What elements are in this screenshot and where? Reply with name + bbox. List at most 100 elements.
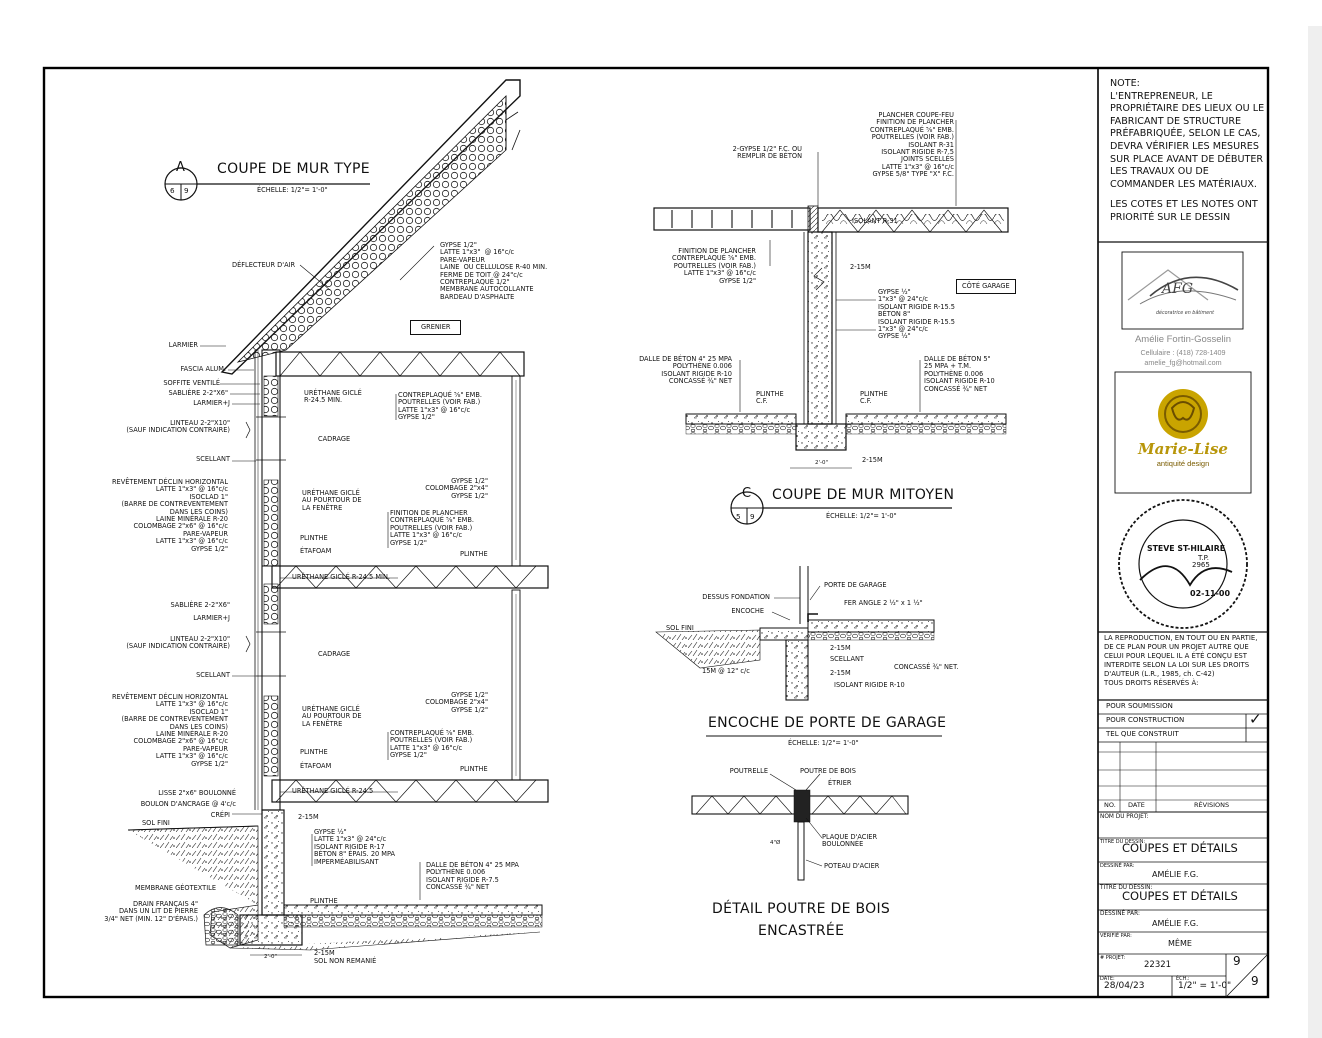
checked-by-label: VÉRIFIÉ PAR: (1100, 933, 1132, 939)
beam-title-1: DÉTAIL POUTRE DE BOIS (712, 901, 891, 917)
section-a-foundation (127, 809, 543, 956)
rev-revisions: RÉVISIONS (1194, 801, 1230, 809)
section-a-interior-walls (511, 375, 521, 781)
label-floor-2: CONTREPLAQUÉ ⅝" EMB. POUTRELLES (VOIR FA… (390, 729, 474, 760)
label-rebar-b: 2-15M (314, 949, 335, 957)
label-dalle-a: DALLE DE BÉTON 4" 25 MPA POLYTHÈNE 0.006… (426, 861, 519, 892)
copyright-line-2: DE CE PLAN POUR UN PROJET AUTRE QUE (1104, 642, 1249, 651)
section-c-wall (685, 231, 1007, 469)
label-finition-plancher: FINITION DE PLANCHER CONTREPLAQUÉ ⅝" EMB… (672, 247, 756, 285)
label-porte-garage: PORTE DE GARAGE (824, 581, 887, 589)
label-crepi: CRÉPI (210, 811, 230, 819)
section-c-bubble (730, 491, 952, 525)
section-c-floor (653, 205, 1009, 233)
beam-detail (691, 789, 909, 881)
drawn-by-2: AMÉLIE F.G. (1152, 919, 1199, 928)
date-label: DATE: (1100, 976, 1115, 982)
note-line-8: COMMANDER LES MATÉRIAUX. (1110, 178, 1257, 190)
label-rebar-g2: 2-15M (830, 669, 851, 677)
leader-lines (200, 120, 957, 900)
label-ceiling-top: CONTREPLAQUÉ ⅝" EMB. POUTRELLES (VOIR FA… (398, 391, 482, 422)
seal-name: STEVE ST-HILAIRE (1147, 544, 1226, 553)
label-grenier: GRENIER (410, 320, 462, 336)
afg-name: Amélie Fortin-Gosselin (1134, 334, 1232, 345)
rev-no: NO. (1104, 801, 1116, 809)
label-isolant-r31: ISOLANT R-31 (852, 217, 898, 225)
label-lisse: LISSE 2"x6" BOULONNÉ (158, 789, 236, 797)
drawing-title-2-label: TITRE DU DESSIN: (1100, 885, 1153, 891)
label-wall-1: REVÊTEMENT DÉCLIN HORIZONTAL LATTE 1"x3"… (111, 478, 228, 553)
label-scellant-1: SCELLANT (196, 455, 230, 463)
label-gypse-col-1: GYPSE 1/2" COLOMBAGE 2"x4" GYPSE 1/2" (425, 477, 488, 500)
label-poutre-bois: POUTRE DE BOIS (800, 767, 856, 775)
label-sabliere-2: SABLIÈRE 2-2"X6" (170, 601, 230, 609)
scale-value: 1/2" = 1'-0" (1178, 981, 1232, 991)
label-linteau-2: LINTEAU 2-2"X10" (SAUF INDICATION CONTRA… (126, 635, 230, 651)
scrollbar-track[interactable] (1308, 26, 1322, 1038)
label-etafoam-1: ÉTAFOAM (300, 547, 332, 555)
label-plinthe-2: PLINTHE (300, 748, 328, 756)
checked-by: MÊME (1168, 939, 1192, 948)
section-a-scale: ÉCHELLE: 1/2"= 1'-0" (257, 186, 328, 194)
section-c-letter: C (742, 486, 752, 501)
label-rebar-d: 2-15M (862, 456, 883, 464)
note-line-1: L'ENTREPRENEUR, LE (1110, 90, 1213, 102)
label-fascia: FASCIA ALUM. (180, 365, 226, 373)
label-gypse-fc: 2-GYPSE 1/2" F.C. OU REMPLIR DE BÉTON (732, 145, 802, 161)
label-linteau-1: LINTEAU 2-2"X10" (SAUF INDICATION CONTRA… (126, 419, 230, 435)
drawn-by-2-label: DESSINÉ PAR: (1100, 911, 1140, 917)
garage-title: ENCOCHE DE PORTE DE GARAGE (708, 715, 947, 731)
label-urethane-rim-2: URÉTHANE GICLÉ R-24.5 (292, 787, 374, 795)
label-rebar-g1: 2-15M (830, 644, 851, 652)
label-plinthe-1: PLINTHE (300, 534, 328, 542)
section-c-sheet: 9 (750, 512, 755, 521)
note-line-7: LES TRAVAUX OU DE (1110, 166, 1209, 178)
seal-title: T.P. (1198, 554, 1210, 562)
afg-logo-text: AFG (1162, 281, 1194, 297)
note-title: NOTE: (1110, 78, 1140, 89)
marie-lise-name: Marie-Lise (1138, 440, 1228, 458)
status-soumission: POUR SOUMISSION (1106, 702, 1173, 710)
label-cadrage-1: CADRAGE (318, 435, 351, 443)
section-a-floor-2 (271, 779, 549, 803)
note-priority-2: PRIORITÉ SUR LE DESSIN (1110, 211, 1231, 223)
section-a-sheet: 9 (184, 186, 189, 195)
label-dalle-c-left: DALLE DE BÉTON 4" 25 MPA POLYTHÈNE 0.006… (639, 355, 732, 386)
label-poutrelle: POUTRELLE (729, 767, 768, 775)
label-scellant-g: SCELLANT (830, 655, 864, 663)
label-etafoam-2: ÉTAFOAM (300, 762, 332, 770)
status-construit: TEL QUE CONSTRUIT (1106, 730, 1179, 738)
drawing-title-1: COUPES ET DÉTAILS (1122, 841, 1238, 855)
label-urethane-window-1: URÉTHANE GICLÉ AU POURTOUR DE LA FENÊTRE (302, 489, 362, 512)
label-etrier: ÉTRIER (828, 779, 852, 787)
label-membrane: MEMBRANE GÉOTEXTILE (135, 884, 216, 892)
section-a-number: 6 (170, 186, 175, 195)
label-gypse-col-2: GYPSE 1/2" COLOMBAGE 2"x4" GYPSE 1/2" (425, 691, 488, 714)
copyright-line-3: CELUI POUR LEQUEL IL A ÉTÉ CONÇU EST (1104, 651, 1248, 660)
label-plinthe-c-right: PLINTHE C.F. (860, 390, 888, 406)
garage-scale: ÉCHELLE: 1/2"= 1'-0" (788, 739, 859, 747)
label-dim-a: 2'-0" (264, 954, 278, 960)
afg-phone: Cellulaire : (418) 728-1409 (1140, 348, 1226, 357)
date-value: 28/04/23 (1104, 981, 1145, 991)
label-sol-non: SOL NON REMANIÉ (314, 957, 377, 965)
label-urethane-rim-1: URÉTHANE GICLÉ R-24.5 MIN. (292, 573, 390, 581)
label-soffite: SOFFITE VENTILÉ (163, 379, 220, 387)
label-drain: DRAIN FRANÇAIS 4" DANS UN LIT DE PIERRE … (104, 900, 198, 923)
section-a-attic-joist (275, 351, 525, 377)
label-roof-layers: GYPSE 1/2" LATTE 1"x3" @ 16"c/c PARE-VAP… (440, 241, 548, 301)
label-larmierj-2: LARMIER+J (193, 614, 230, 622)
note-priority-1: LES COTES ET LES NOTES ONT (1110, 199, 1258, 211)
drawing-title-1-label: TITRE DU DESSIN: (1100, 839, 1146, 845)
copyright-line-6: TOUS DROITS RÉSERVÉS À: (1104, 678, 1199, 687)
note-block: NOTE: L'ENTREPRENEUR, LE PROPRIÉTAIRE DE… (1110, 78, 1266, 225)
label-wall-2: REVÊTEMENT DÉCLIN HORIZONTAL LATTE 1"x3"… (111, 693, 228, 768)
project-number-label: # PROJET: (1100, 955, 1126, 961)
label-tige: 15M @ 12" c/c (702, 667, 750, 675)
label-plinthe-c-left: PLINTHE C.F. (756, 390, 784, 406)
label-basement-wall: GYPSE ½" LATTE 1"x3" @ 24"c/c ISOLANT RI… (314, 828, 396, 866)
label-poteau-dim: 4"Ø (770, 840, 781, 846)
drawn-by-1-label: DESSINÉ PAR: (1100, 863, 1135, 869)
label-larmier: LARMIER (168, 341, 198, 349)
